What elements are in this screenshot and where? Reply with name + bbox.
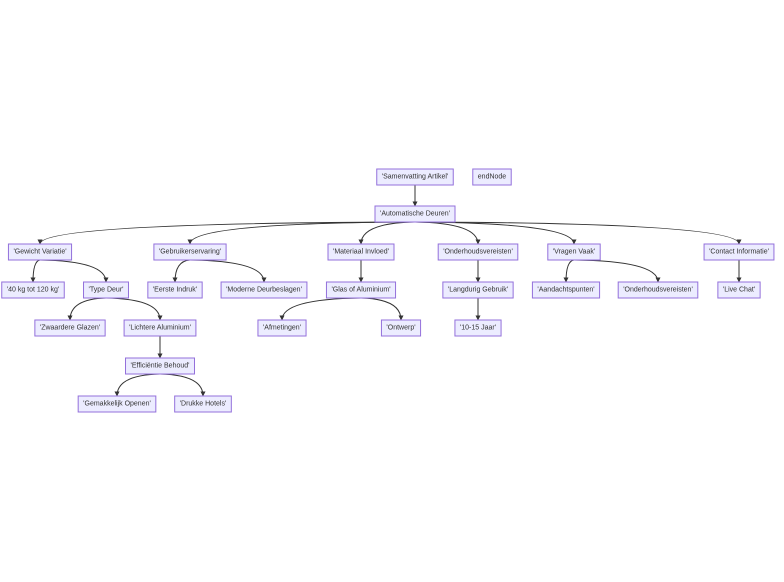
node-box: [174, 395, 232, 413]
edge-gewicht-typedeur: [39, 259, 109, 283]
node-glas: 'Glas of Aluminium': [325, 281, 397, 299]
node-box: [717, 281, 761, 299]
node-label: '10-15 Jaar': [460, 325, 496, 332]
node-label: 'Gemakkelijk Openen': [83, 401, 151, 408]
node-endnode: endNode: [472, 168, 512, 186]
node-label: endNode: [478, 174, 507, 181]
edge-glas-ontwerp: [360, 297, 404, 321]
node-label: 'Ontwerp': [386, 325, 415, 332]
edge-vragen-onderhoud2: [573, 259, 661, 283]
node-gemakkelijk: 'Gemakkelijk Openen': [77, 395, 157, 413]
node-box: [617, 281, 699, 299]
node-label: 'Onderhoudsvereisten': [623, 287, 693, 294]
edge-automatische-gebruikers: [187, 221, 416, 245]
edge-vragen-aandacht: [563, 259, 575, 283]
node-box: [123, 319, 197, 337]
node-box: [327, 243, 395, 261]
edge-efficientie-drukke: [159, 373, 206, 397]
node-efficientie: 'Efficiëntie Behoud': [125, 357, 195, 375]
node-zwaardere: 'Zwaardere Glazen': [34, 319, 106, 337]
node-label: 'Vragen Vaak': [553, 249, 595, 256]
edge-typedeur-zwaardere: [67, 297, 107, 321]
node-box: [376, 168, 454, 186]
node-moderne: 'Moderne Deurbeslagen': [220, 281, 308, 299]
node-gewicht: 'Gewicht Variatie': [7, 243, 73, 261]
node-automatische: 'Automatische Deuren': [374, 205, 456, 223]
node-layer: 'Samenvatting Artikel' endNode 'Automatisc…: [1, 168, 775, 413]
node-label: 'Lichtere Aluminium': [129, 325, 191, 332]
node-box: [220, 281, 308, 299]
node-label: 'Zwaardere Glazen': [40, 325, 100, 332]
node-box: [380, 319, 422, 337]
node-label: 'Langdurig Gebruik': [448, 287, 508, 294]
node-aandacht: 'Aandachtspunten': [531, 281, 601, 299]
edge-automatische-onderhoud1: [414, 221, 481, 245]
node-label: 'Aandachtspunten': [537, 287, 594, 294]
node-label: 'Automatische Deuren': [380, 211, 450, 218]
node-box: [7, 243, 73, 261]
node-label: 'Gebruikerservaring': [159, 249, 221, 256]
edge-gebruikers-moderne: [189, 259, 267, 283]
node-box: [703, 243, 775, 261]
edge-layer: [30, 185, 742, 397]
node-box: [125, 357, 195, 375]
edge-glas-afmetingen: [279, 297, 362, 321]
node-jaar: '10-15 Jaar': [454, 319, 502, 337]
node-contact: 'Contact Informatie': [703, 243, 775, 261]
edge-automatische-materiaal: [358, 221, 416, 245]
node-box: [147, 281, 203, 299]
node-box: [325, 281, 397, 299]
node-box: [437, 243, 519, 261]
node-label: 'Materiaal Invloed': [333, 249, 389, 256]
node-box: [472, 168, 512, 186]
node-box: [153, 243, 227, 261]
node-indruk: 'Eerste Indruk': [147, 281, 203, 299]
node-box: [34, 319, 106, 337]
node-lichtere: 'Lichtere Aluminium': [123, 319, 197, 337]
node-label: 'Live Chat': [723, 287, 755, 294]
node-langdurig: 'Langdurig Gebruik': [442, 281, 514, 299]
node-box: [83, 281, 129, 299]
node-label: 'Samenvatting Artikel': [382, 174, 448, 181]
node-typedeur: 'Type Deur': [83, 281, 129, 299]
node-drukke: 'Drukke Hotels': [174, 395, 232, 413]
node-label: 'Contact Informatie': [709, 249, 769, 256]
node-label: 'Gewicht Variatie': [13, 249, 66, 256]
node-label: 'Afmetingen': [263, 325, 301, 332]
node-label: 'Glas of Aluminium': [331, 287, 390, 294]
node-box: [77, 395, 157, 413]
node-materiaal: 'Materiaal Invloed': [327, 243, 395, 261]
edge-automatische-gewicht: [37, 221, 416, 245]
node-label: 'Eerste Indruk': [153, 287, 197, 294]
node-afmetingen: 'Afmetingen': [257, 319, 307, 337]
node-label: 'Type Deur': [89, 287, 124, 294]
edge-automatische-vragen: [414, 221, 577, 245]
node-kg: '40 kg tot 120 kg': [1, 281, 65, 299]
node-gebruikers: 'Gebruikerservaring': [153, 243, 227, 261]
node-label: '40 kg tot 120 kg': [7, 287, 60, 294]
node-onderhoud1: 'Onderhoudsvereisten': [437, 243, 519, 261]
node-label: 'Onderhoudsvereisten': [443, 249, 513, 256]
node-label: 'Moderne Deurbeslagen': [226, 287, 302, 294]
node-onderhoud2: 'Onderhoudsvereisten': [617, 281, 699, 299]
node-box: [531, 281, 601, 299]
node-vragen: 'Vragen Vaak': [547, 243, 601, 261]
node-box: [547, 243, 601, 261]
node-box: [374, 205, 456, 223]
edge-efficientie-gemakkelijk: [114, 373, 161, 397]
node-samenvatting: 'Samenvatting Artikel': [376, 168, 454, 186]
edge-gebruikers-indruk: [172, 259, 191, 283]
node-box: [442, 281, 514, 299]
edge-automatische-contact: [414, 221, 742, 245]
edge-gewicht-kg: [30, 259, 41, 283]
node-label: 'Efficiëntie Behoud': [131, 363, 190, 370]
node-box: [257, 319, 307, 337]
edge-typedeur-lichtere: [105, 297, 163, 321]
node-label: 'Drukke Hotels': [180, 401, 227, 408]
node-box: [1, 281, 65, 299]
node-livechat: 'Live Chat': [717, 281, 761, 299]
node-ontwerp: 'Ontwerp': [380, 319, 422, 337]
node-box: [454, 319, 502, 337]
